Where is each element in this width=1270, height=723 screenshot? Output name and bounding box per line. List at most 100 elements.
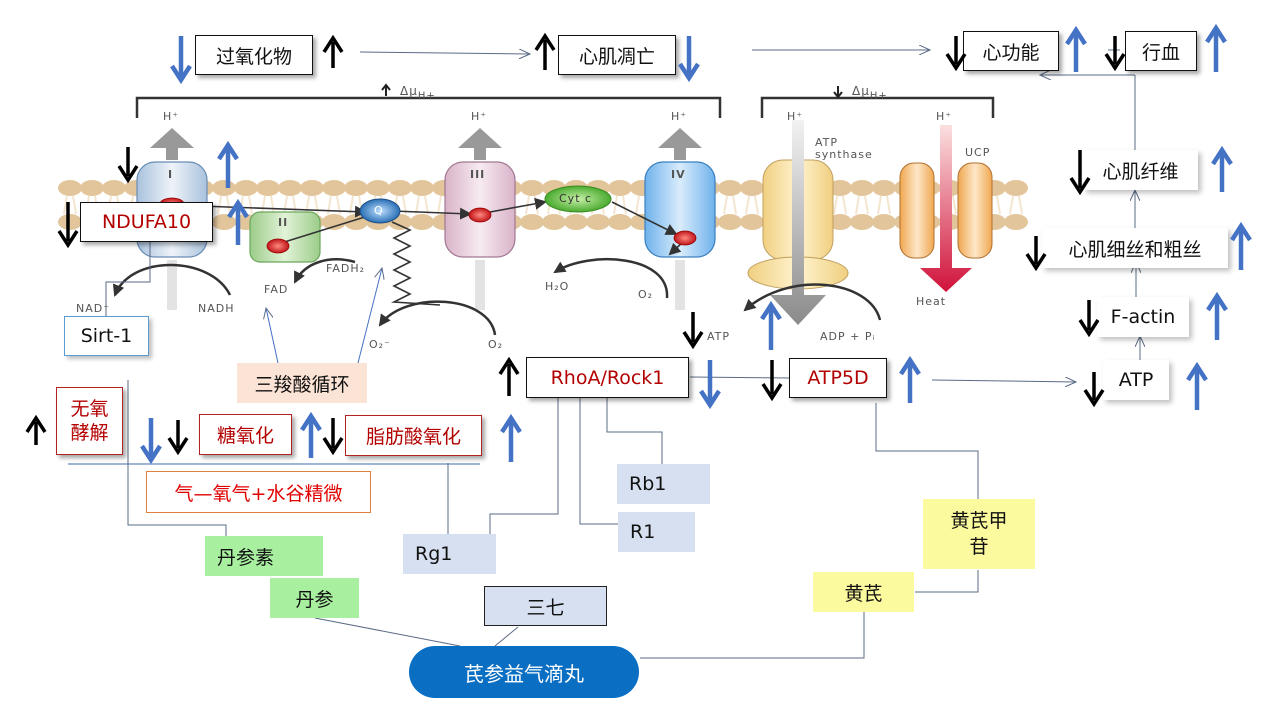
h2o-label: H₂O [545,280,570,293]
rg1-box[interactable]: Rg1 [403,534,496,574]
ndufa10-label: NDUFA10 [101,211,192,233]
lipid-head [828,214,852,230]
atp-product-label: ATP [707,330,731,343]
fadh2-label: FADH₂ [326,262,365,275]
lipid-tail [1009,195,1023,215]
lipid-tail [283,195,297,215]
fatty-acid-oxidation-box[interactable]: 脂肪酸氧化 [345,415,482,456]
lipid-tail [217,195,231,215]
astragaloside-label-2: 苷 [969,536,989,558]
lipid-head [542,214,566,230]
lipid-head [234,180,258,196]
myocardial-fiber-box[interactable]: 心肌纤维 [1083,150,1198,190]
lipid-head [608,214,632,230]
lipid-head [212,180,236,196]
lipid-head [850,180,874,196]
complex-2-label: II [278,216,289,229]
glucose-oxidation-box[interactable]: 糖氧化 [199,414,292,455]
apoptosis-box[interactable]: 心肌凋亡 [558,35,676,75]
lipid-head [520,214,544,230]
delta-mu-label: Δμ [852,84,870,98]
nadh-label: NADH [198,302,235,315]
tanshinone-label: 丹参素 [217,546,275,569]
qi-formula-box[interactable]: 气—氧气+水谷精微 [146,471,371,513]
complex-4-label: IV [671,168,686,181]
lipid-tail [723,195,737,215]
lipid-tail [63,195,77,215]
h-plus-label-4: H⁺ [671,110,688,123]
rb1-label: Rb1 [629,473,667,495]
lipid-tail [877,195,891,215]
heart-function-box[interactable]: 心功能 [963,31,1059,71]
filaments-box[interactable]: 心肌细丝和粗丝 [1042,228,1228,268]
electron-icon [468,207,492,223]
formula-pill[interactable]: 芪参益气滴丸 [409,646,639,698]
lipid-head [300,180,324,196]
complex-2 [249,211,321,263]
glucose-oxidation-label: 糖氧化 [216,425,274,447]
cytochrome-c [544,185,612,213]
lipid-head [58,180,82,196]
sanqi-box[interactable]: 三七 [484,586,607,626]
atp-label: ATP [1118,369,1154,391]
proton-pump-arrows [150,128,702,160]
rb1-box[interactable]: Rb1 [617,464,710,504]
myocardial-fiber-label: 心肌纤维 [1102,160,1179,183]
r1-box[interactable]: R1 [618,512,695,552]
danshen-box[interactable]: 丹参 [270,578,359,618]
tca-cycle-box[interactable]: 三羧酸循环 [237,363,367,403]
f-actin-box[interactable]: F-actin [1097,297,1189,337]
huangqi-label: 黄芪 [844,582,883,605]
sirt1-box[interactable]: Sirt-1 [64,316,149,356]
complex-1-label: I [168,168,174,181]
atp5d-box[interactable]: ATP5D [789,358,887,398]
lipid-head [740,180,764,196]
lipid-tail [261,195,275,215]
lipid-head [520,180,544,196]
lipid-head [58,214,82,230]
rg1-label: Rg1 [415,543,453,565]
lipid-head [102,180,126,196]
lipid-head [322,180,346,196]
atp-box[interactable]: ATP [1103,360,1169,400]
anaerobic-glycolysis-box[interactable]: 无氧酵解 [56,387,123,455]
atp-synthase-label-2: synthase [815,148,873,161]
rhoa-rock1-box[interactable]: RhoA/Rock1 [526,357,689,398]
tanshinone-box[interactable]: 丹参素 [205,536,323,576]
lipid-head [586,214,610,230]
danshen-label: 丹参 [295,588,334,611]
complex-4 [644,161,716,258]
lipid-head [388,180,412,196]
lipid-head [410,214,434,230]
lipid-head [80,180,104,196]
complex-3-label: III [470,168,486,181]
heat-label: Heat [916,295,947,308]
lipid-head [212,214,236,230]
peroxide-box[interactable]: 过氧化物 [195,35,313,75]
astragaloside-box[interactable]: 黄芪甲苷 [923,499,1035,569]
lipid-tail [613,195,627,215]
lipid-tail [855,195,869,215]
atp5d-label: ATP5D [807,367,869,389]
blood-circulation-box[interactable]: 行血 [1125,31,1197,71]
qi-formula-label: 气—氧气+水谷精微 [174,482,343,505]
h-plus-label-3: H⁺ [471,110,488,123]
ndufa10-box[interactable]: NDUFA10 [80,202,213,242]
lipid-head [366,180,390,196]
o2-label-right: O₂ [638,288,654,301]
peroxide-label: 过氧化物 [215,45,292,68]
lipid-head [344,180,368,196]
anaerobic-label-2: 酵解 [70,422,109,444]
lipid-head [564,214,588,230]
blood-circulation-label: 行血 [1141,41,1180,64]
formula-name: 芪参益气滴丸 [464,661,584,686]
h-plus-label-1: H⁺ [163,110,180,123]
h-plus-label-ucp: H⁺ [936,110,953,123]
lipid-head [872,214,896,230]
proton-gradient-bracket-left [135,96,722,118]
apoptosis-label: 心肌凋亡 [578,45,655,68]
delta-up-icon [381,83,391,96]
huangqi-box[interactable]: 黄芪 [813,572,914,612]
